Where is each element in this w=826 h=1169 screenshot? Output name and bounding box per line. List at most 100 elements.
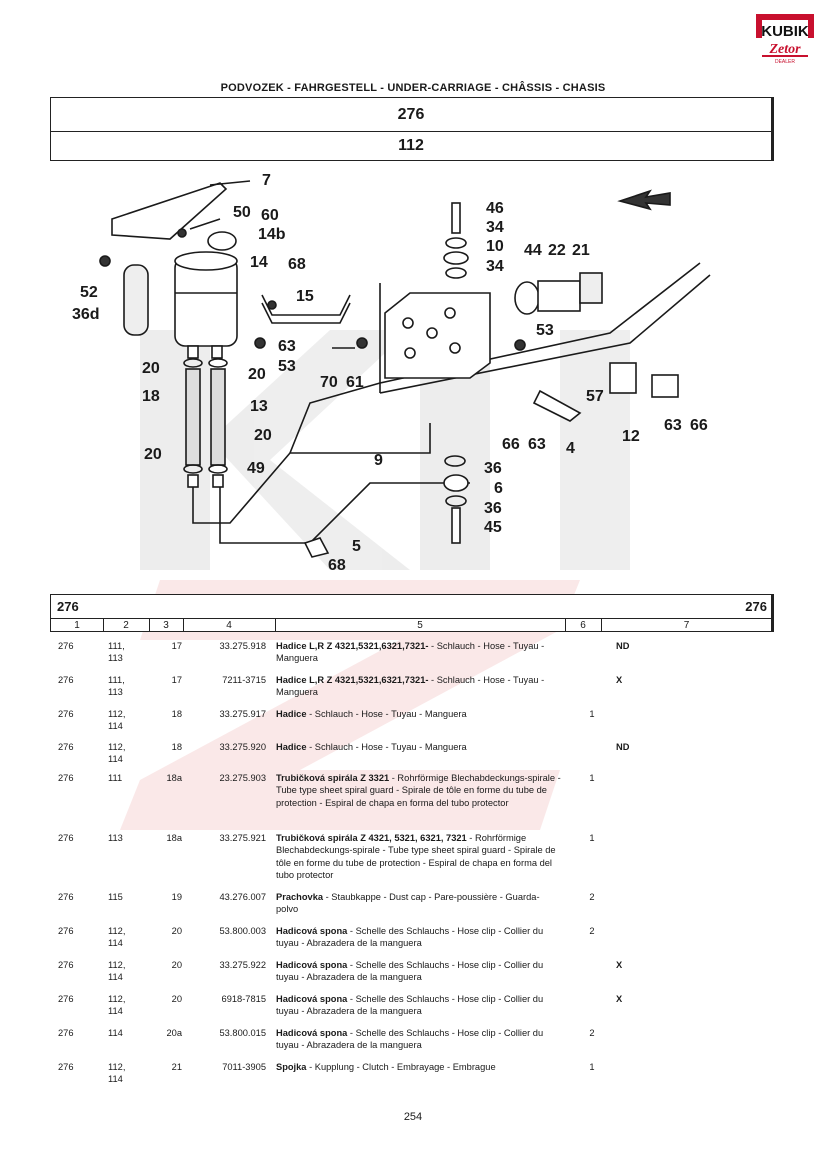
cell-position: 20a: [166, 1028, 182, 1038]
callout-label: 7: [262, 172, 271, 189]
cell-description: Hadice - Schlauch - Hose - Tuyau - Mangu…: [276, 741, 561, 753]
callout-label: 45: [484, 519, 502, 536]
column-header: 4: [183, 619, 276, 632]
cell-group: 276: [58, 926, 74, 936]
callout-label: 68: [288, 256, 306, 273]
callout-label: 13: [250, 398, 268, 415]
svg-text:KUBIK: KUBIK: [761, 23, 809, 40]
callout-label: 36: [484, 500, 502, 517]
cell-position: 19: [171, 892, 182, 902]
cell-description: Spojka - Kupplung - Clutch - Embrayage -…: [276, 1061, 561, 1073]
callout-label: 34: [486, 258, 504, 275]
cell-description: Hadice L,R Z 4321,5321,6321,7321- - Schl…: [276, 674, 561, 699]
cell-description: Trubičková spirála Z 4321, 5321, 6321, 7…: [276, 832, 561, 881]
group-header: 276 112: [50, 97, 774, 161]
description-text: - Schelle des Schlauchs - Hose clip - Co…: [276, 926, 544, 949]
cell-description: Hadice L,R Z 4321,5321,6321,7321- - Schl…: [276, 640, 561, 665]
cell-group: 276: [58, 994, 74, 1004]
description-bold: Spojka: [276, 1062, 307, 1072]
description-bold: Trubičková spirála Z 3321: [276, 773, 390, 783]
cell-description: Hadicová spona - Schelle des Schlauchs -…: [276, 925, 561, 950]
cell-position: 20: [171, 926, 182, 936]
callout-label: 68: [328, 557, 346, 574]
cell-subgroup: 112, 114: [108, 960, 126, 983]
cell-position: 20: [171, 960, 182, 970]
cell-group: 276: [58, 641, 74, 651]
callout-label: 61: [346, 374, 364, 391]
cell-subgroup: 112, 114: [108, 926, 126, 949]
table-group-left: 276: [57, 599, 79, 614]
callout-label: 14: [250, 254, 268, 271]
group-number: 276: [51, 98, 771, 132]
callout-label: 14b: [258, 226, 286, 243]
callout-label: 20: [142, 360, 160, 377]
callout-label: 12: [622, 428, 640, 445]
cell-group: 276: [58, 892, 74, 902]
section-title: PODVOZEK - FAHRGESTELL - UNDER-CARRIAGE …: [220, 82, 606, 94]
description-text: - Schlauch - Hose - Tuyau - Manguera: [306, 709, 467, 719]
kubik-zetor-logo: KUBIK Zetor DEALER: [756, 14, 814, 65]
cell-subgroup: 112, 114: [108, 709, 126, 732]
cell-note: X: [616, 675, 623, 685]
cell-part-number: 33.275.921: [219, 833, 266, 843]
callout-label: 63: [278, 338, 296, 355]
description-bold: Hadice L,R Z 4321,5321,6321,7321-: [276, 675, 429, 685]
page-number: 254: [403, 1111, 423, 1123]
cell-description: Hadice - Schlauch - Hose - Tuyau - Mangu…: [276, 708, 561, 720]
callout-label: 63: [528, 436, 546, 453]
subgroup-number: 112: [398, 137, 424, 154]
parts-table-header: 276 276 1 2 3 4 5 6 7: [50, 594, 774, 632]
cell-quantity: 1: [589, 833, 595, 843]
column-header: 7: [683, 620, 690, 631]
description-text: - Staubkappe - Dust cap - Pare-poussière…: [276, 892, 540, 915]
callout-label: 70: [320, 374, 338, 391]
cell-description: Hadicová spona - Schelle des Schlauchs -…: [276, 1027, 561, 1052]
callout-label: 49: [247, 460, 265, 477]
cell-position: 17: [171, 641, 182, 651]
description-bold: Trubičková spirála Z 4321, 5321, 6321, 7…: [276, 833, 467, 843]
callout-label: 18: [142, 388, 160, 405]
callout-label: 46: [486, 200, 504, 217]
description-bold: Hadice: [276, 709, 307, 719]
description-bold: Hadice L,R Z 4321,5321,6321,7321-: [276, 641, 429, 651]
cell-quantity: 1: [589, 709, 595, 719]
cell-part-number: 23.275.903: [219, 773, 266, 783]
cell-subgroup: 111, 113: [108, 641, 125, 664]
callout-label: 34: [486, 219, 504, 236]
description-text: - Schelle des Schlauchs - Hose clip - Co…: [276, 1028, 544, 1051]
description-text: - Schelle des Schlauchs - Hose clip - Co…: [276, 994, 544, 1017]
cell-quantity: 1: [589, 1062, 595, 1072]
callout-label: 6: [494, 480, 503, 497]
cell-group: 276: [58, 960, 74, 970]
callout-label: 9: [374, 452, 383, 469]
cell-group: 276: [58, 675, 74, 685]
callout-label: 15: [296, 288, 314, 305]
callout-label: 66: [690, 417, 708, 434]
description-bold: Hadicová spona: [276, 960, 348, 970]
cell-note: ND: [616, 742, 630, 752]
cell-quantity: 2: [589, 1028, 595, 1038]
cell-note: ND: [616, 641, 630, 651]
cell-part-number: 53.800.003: [219, 926, 266, 936]
cell-part-number: 33.275.922: [219, 960, 266, 970]
cell-subgroup: 111: [108, 773, 123, 783]
cell-subgroup: 114: [108, 1028, 123, 1038]
callout-label: 5: [352, 538, 361, 555]
callout-label: 57: [586, 388, 604, 405]
callout-label: 20: [248, 366, 266, 383]
cell-quantity: 1: [589, 773, 595, 783]
callout-label: 50: [233, 204, 251, 221]
cell-subgroup: 112, 114: [108, 742, 126, 765]
cell-group: 276: [58, 1028, 74, 1038]
callout-label: 60: [261, 207, 279, 224]
cell-group: 276: [58, 1062, 74, 1072]
cell-group: 276: [58, 773, 74, 783]
column-header: 5: [275, 619, 566, 632]
svg-text:Zetor: Zetor: [768, 42, 801, 57]
cell-note: X: [616, 960, 623, 970]
cell-position: 18: [171, 742, 182, 752]
cell-subgroup: 112, 114: [108, 1062, 126, 1085]
cell-note: X: [616, 994, 623, 1004]
description-bold: Prachovka: [276, 892, 324, 902]
callout-label: 53: [536, 322, 554, 339]
